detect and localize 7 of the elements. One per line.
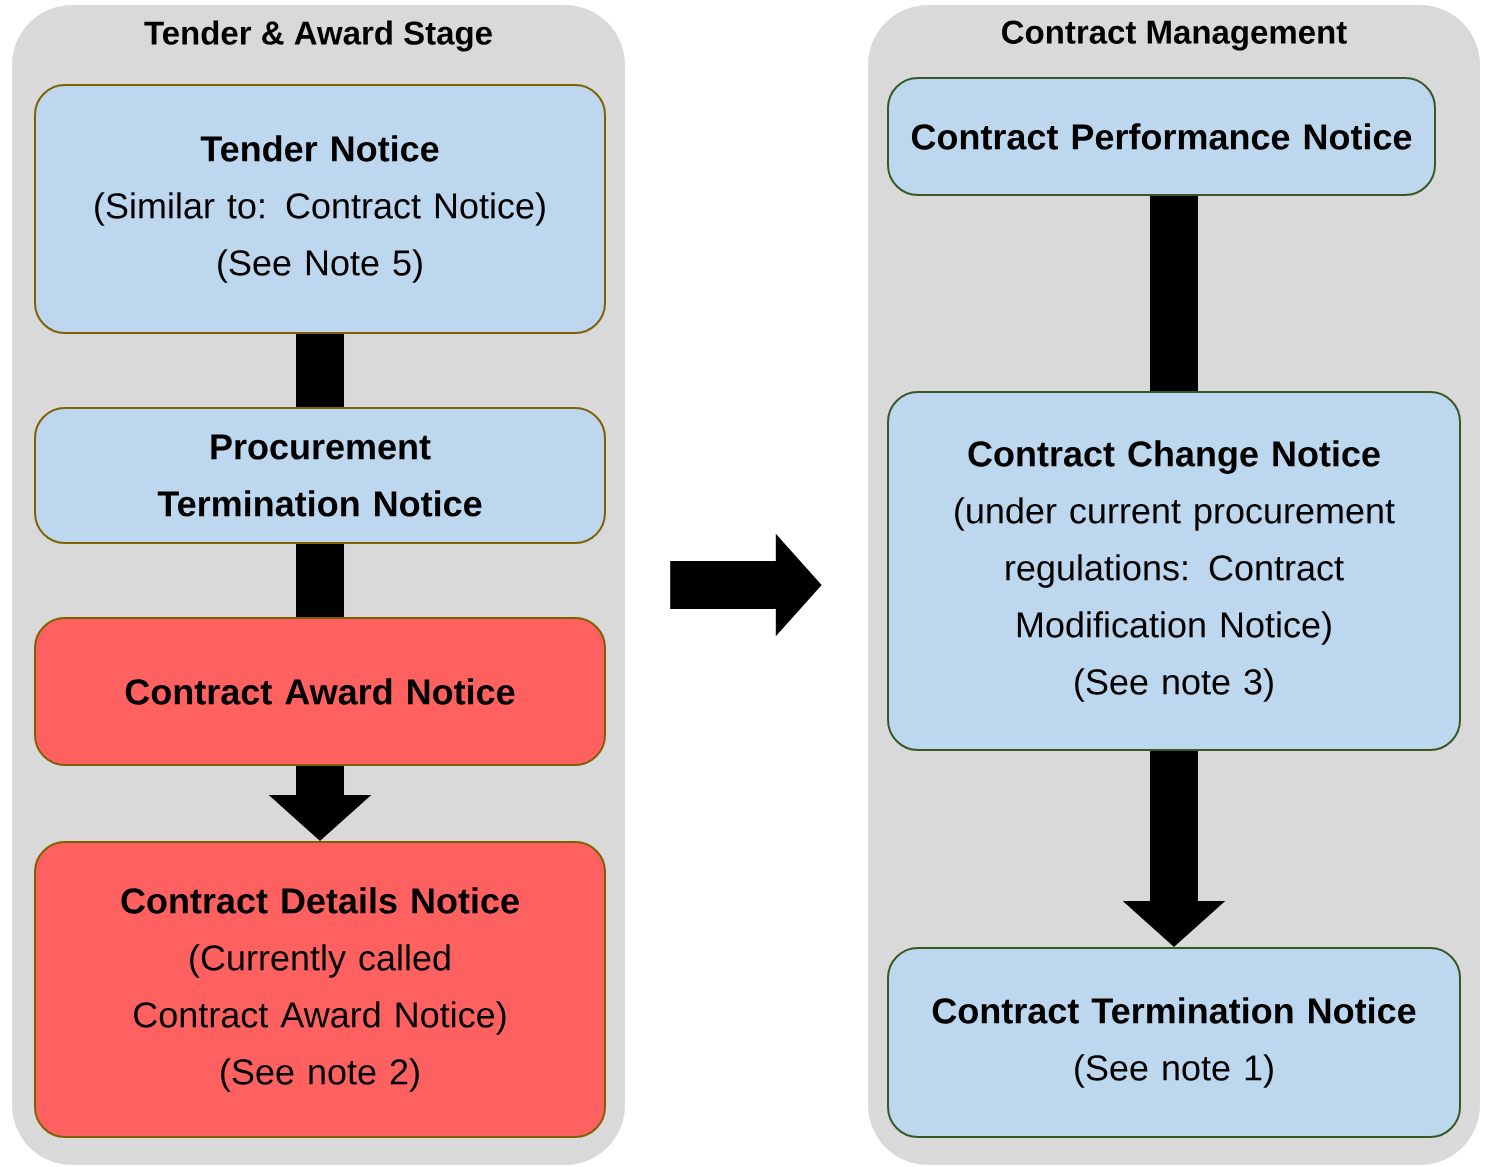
notice-box: Contract Change Notice (under current procurement regulations: Contract Modification Notice) (See note 3) [887,391,1461,751]
notice-box: Tender Notice (Similar to: Contract Notice) (See Note 5) [34,84,606,334]
notice-box: Contract Award Notice [34,617,606,766]
notice-box: Contract Performance Notice [887,77,1436,196]
notice-box: Contract Termination Notice (See note 1) [887,947,1461,1138]
notice-box: Procurement Termination Notice [34,407,606,544]
notice-box: Contract Details Notice (Currently called Contract Award Notice) (See note 2) [34,841,606,1138]
